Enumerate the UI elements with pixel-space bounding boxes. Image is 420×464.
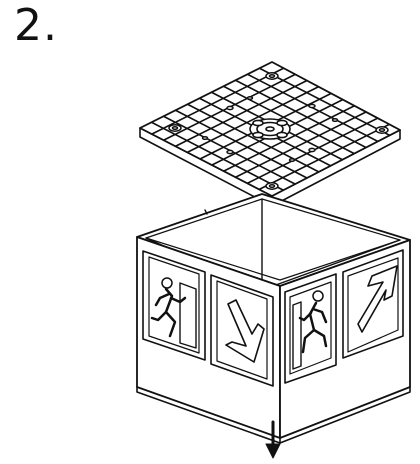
arrow-down-pictogram — [210, 274, 274, 387]
plate-screw-holes — [168, 72, 389, 190]
sign-box — [136, 193, 411, 444]
running-man-pictogram-right — [284, 273, 337, 384]
plate-center-hub — [249, 118, 291, 140]
install-direction-arrow — [265, 420, 281, 459]
arrow-right-pictogram — [342, 249, 404, 359]
running-man-pictogram — [142, 250, 206, 361]
step-number: 2. — [14, 0, 58, 51]
mounting-plate — [139, 61, 401, 207]
